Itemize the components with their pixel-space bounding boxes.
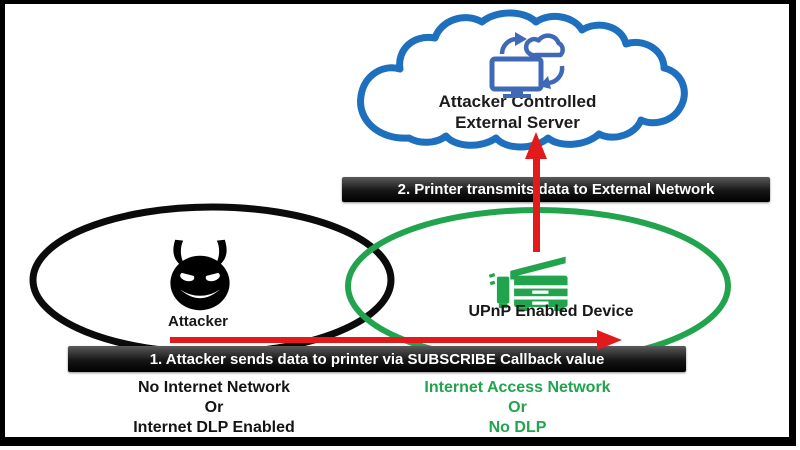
multifunction-printer-icon xyxy=(489,256,568,311)
right-network-note-line3: No DLP xyxy=(488,419,547,436)
right-network-note-line2: Or xyxy=(508,399,527,416)
subscribe-callback-arrow xyxy=(170,330,622,350)
step2-banner: 2. Printer transmits data to External Ne… xyxy=(342,177,770,202)
left-network-note-line3: Internet DLP Enabled xyxy=(133,419,295,436)
exfiltration-arrow xyxy=(525,132,547,252)
left-network-note-line1: No Internet Network xyxy=(137,379,290,396)
devil-face-icon xyxy=(170,239,230,311)
cloud-caption-line1: Attacker Controlled xyxy=(438,92,597,111)
cloud-caption: Attacker Controlled External Server xyxy=(390,91,645,133)
left-network-note-line2: Or xyxy=(204,399,224,416)
device-label: UPnP Enabled Device xyxy=(468,303,634,320)
right-network-note-line1: Internet Access Network xyxy=(424,379,611,396)
cloud-caption-line2: External Server xyxy=(455,113,580,132)
right-network-note: Internet Access Network Or No DLP xyxy=(395,378,640,438)
step1-banner: 1. Attacker sends data to printer via SU… xyxy=(68,346,686,372)
step1-banner-text: 1. Attacker sends data to printer via SU… xyxy=(149,350,605,368)
cloud-sync-icon xyxy=(499,32,565,89)
step2-banner-text: 2. Printer transmits data to External Ne… xyxy=(397,181,715,198)
attacker-label: Attacker xyxy=(167,313,229,330)
left-network-note: No Internet Network Or Internet DLP Enab… xyxy=(94,378,334,438)
monitor-cloud-sync-icon xyxy=(489,32,565,98)
monitor-icon xyxy=(489,56,544,98)
